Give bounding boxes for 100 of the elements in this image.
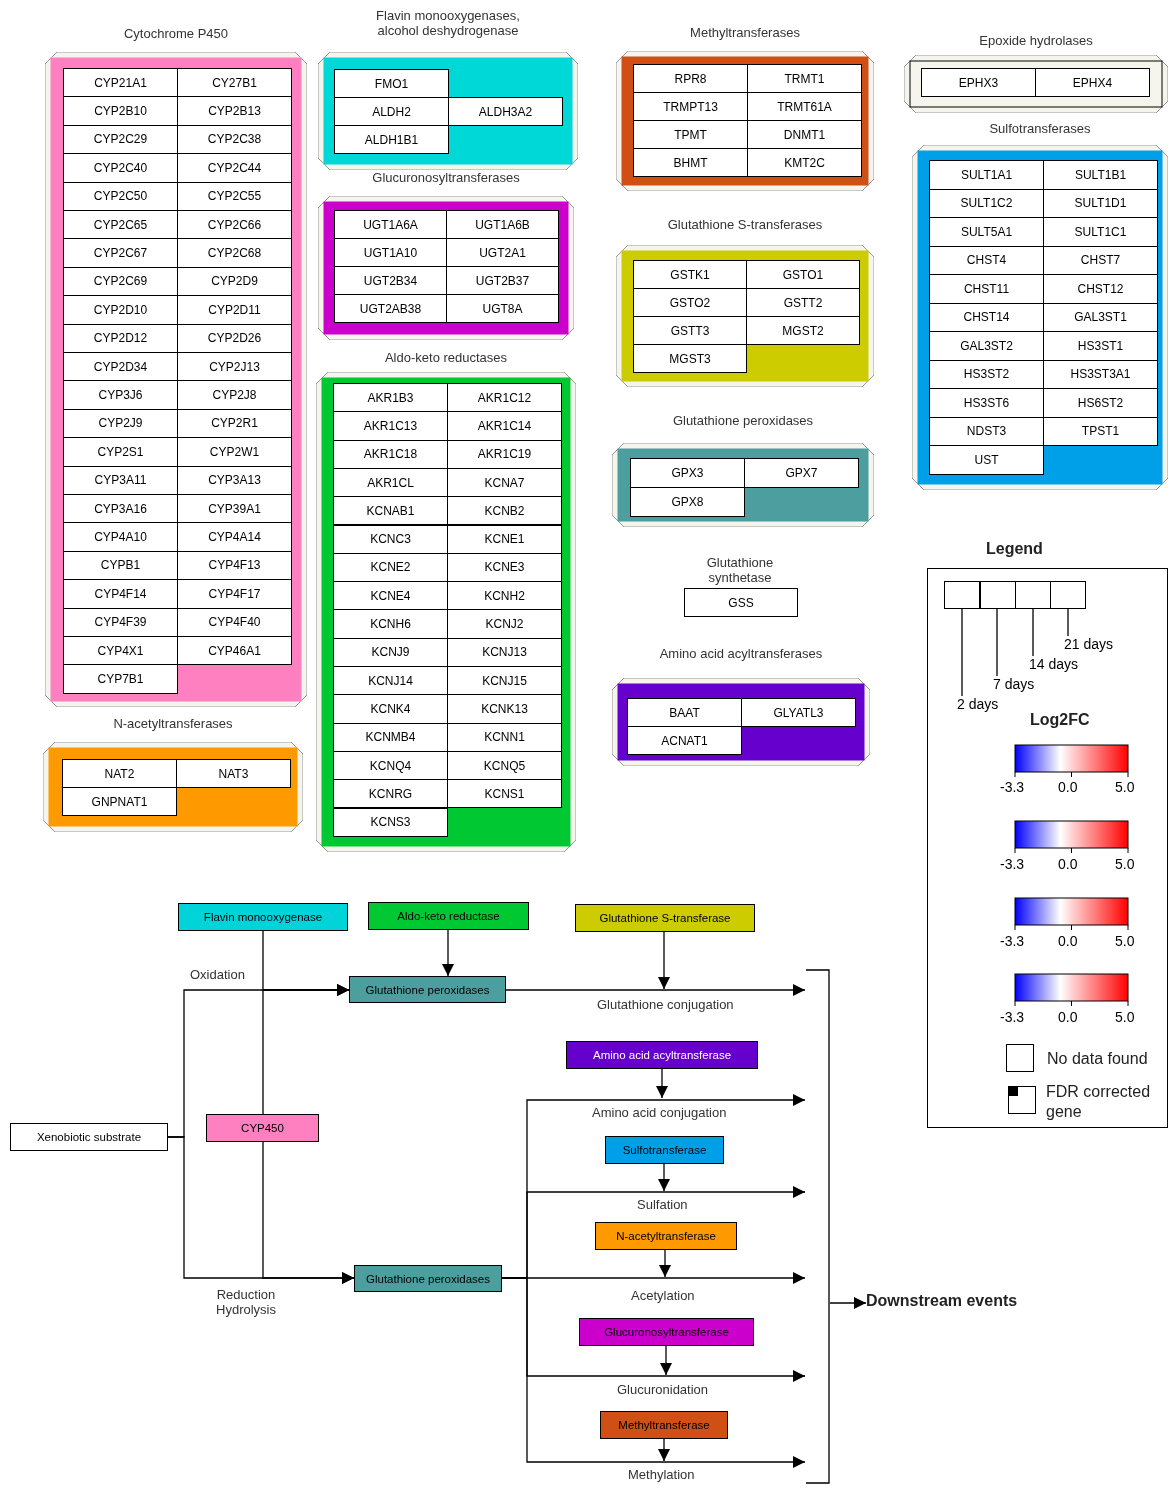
gene-box: KCNJ9 — [333, 637, 448, 667]
gene-box: CYP4A14 — [177, 522, 292, 552]
tick-label: 5.0 — [1115, 779, 1135, 795]
legend-text: FDR corrected gene — [1046, 1082, 1152, 1122]
gene-box: KCNQ4 — [333, 750, 448, 781]
gene-box: EPHX4 — [1035, 68, 1150, 97]
gene-box: EPHX3 — [921, 68, 1036, 97]
gene-box: CYP2D10 — [63, 295, 178, 325]
gene-box: CYP2B10 — [63, 96, 178, 126]
gene-box: KCNS1 — [447, 779, 562, 809]
gene-box: CYP4F40 — [177, 607, 292, 637]
group-title: N-acetyltransferases — [112, 716, 234, 731]
gene-box: UGT1A10 — [334, 238, 447, 267]
gene-box: KMT2C — [747, 148, 862, 177]
bracket — [805, 969, 831, 1485]
gene-box: KCNH2 — [447, 581, 562, 611]
gene-box: UGT1A6A — [334, 210, 447, 239]
process-box: Glutathione peroxidases — [354, 1265, 502, 1292]
arrow — [829, 1297, 867, 1309]
group-title: Glutathione synthetase — [705, 555, 775, 585]
gene-box: CYP2C66 — [177, 210, 292, 240]
legend-text: No data found — [1047, 1049, 1149, 1069]
gene-box: CYP7B1 — [63, 664, 178, 694]
process-label: Reduction Hydrolysis — [215, 1287, 277, 1317]
gene-box: KCNRG — [333, 779, 448, 809]
gene-box: NAT3 — [176, 759, 291, 788]
tick-label: 5.0 — [1115, 933, 1135, 949]
gene-box: CYP3A16 — [63, 494, 178, 524]
group-title: Sulfotransferases — [988, 121, 1092, 136]
gene-box: CYP2J9 — [63, 408, 178, 439]
tick-label: -3.3 — [1000, 1009, 1025, 1025]
gene-box: CY27B1 — [177, 68, 292, 98]
gene-box: CYP2D9 — [177, 266, 292, 297]
gene-box: CYP3A11 — [63, 465, 178, 495]
gene-box: KCNJ15 — [447, 666, 562, 696]
gene-box: TRMT61A — [747, 92, 862, 121]
gene-box: HS6ST2 — [1043, 388, 1158, 418]
process-box: Xenobiotic substrate — [10, 1123, 168, 1151]
gene-box: UGT1A6B — [446, 210, 559, 239]
gene-box: CYP2C29 — [63, 124, 178, 155]
gene-box: AKR1C14 — [447, 411, 562, 441]
gene-box: GLYATL3 — [741, 698, 856, 727]
leader-line — [996, 608, 998, 677]
gene-box: KCNJ13 — [447, 637, 562, 667]
gene-box: CYP3J6 — [63, 380, 178, 410]
group-title: Aldo-keto reductases — [383, 350, 509, 365]
group-title: Methyltransferases — [689, 25, 801, 40]
gene-box: CYP2J8 — [177, 380, 292, 410]
gene-box: ALDH2 — [334, 97, 449, 126]
time-point-box — [1015, 581, 1051, 609]
gene-box: NAT2 — [62, 759, 177, 788]
process-box: Amino acid acyltransferase — [566, 1041, 758, 1069]
leader-line — [1067, 608, 1069, 637]
tick-label: 5.0 — [1115, 856, 1135, 872]
gene-box: MGST3 — [633, 344, 747, 373]
group-title: Cytochrome P450 — [122, 26, 230, 41]
arrow — [658, 1438, 670, 1462]
gene-box: ALDH1B1 — [334, 125, 449, 154]
gene-box: BHMT — [633, 148, 748, 177]
gene-box: CYP2D11 — [177, 295, 292, 325]
gene-box: GSS — [684, 588, 798, 617]
group-title: Amino acid acyltransferases — [658, 646, 824, 661]
gene-box: CYP2C67 — [63, 238, 178, 268]
group-title: Epoxide hydrolases — [978, 33, 1094, 48]
time-point-box — [980, 581, 1016, 609]
label-text: Downstream events — [866, 1292, 1018, 1310]
arrow — [656, 1068, 668, 1099]
label-text: 14 days — [1029, 656, 1079, 672]
group-title: Glutathione S-transferases — [666, 217, 824, 232]
gene-box: HS3ST1 — [1043, 331, 1158, 361]
gene-box: KCNJ2 — [447, 609, 562, 639]
group-title: Glucuronosyltransferases — [371, 170, 521, 185]
gene-box: KCNQ5 — [447, 750, 562, 781]
gene-box: UST — [929, 445, 1044, 475]
arrow — [658, 1163, 670, 1192]
gene-box: UGT8A — [446, 294, 559, 323]
gene-box: KCNH6 — [333, 609, 448, 639]
gene-box: KCNAB1 — [333, 496, 448, 526]
arrow — [658, 931, 670, 990]
gene-box: CHST14 — [929, 302, 1044, 332]
gene-box: ALDH3A2 — [448, 97, 563, 126]
tick-label: 0.0 — [1058, 933, 1078, 949]
process-label: Oxidation — [190, 967, 245, 982]
gene-box: CYP4F39 — [63, 607, 178, 637]
arrow — [262, 984, 350, 1115]
gene-box: KCNE1 — [447, 524, 562, 554]
gene-box: CYP4F14 — [63, 579, 178, 609]
gene-box: GSTT2 — [746, 288, 860, 317]
tick-label: 0.0 — [1058, 856, 1078, 872]
gene-box: CYP2B13 — [177, 96, 292, 126]
gene-box: CYP4X1 — [63, 636, 178, 666]
gene-box: KCNS3 — [333, 807, 448, 837]
gene-box: CHST7 — [1043, 245, 1158, 275]
time-point-box — [944, 581, 980, 609]
gene-box: UGT2B37 — [446, 266, 559, 295]
gene-box: SULT1C2 — [929, 188, 1044, 218]
gene-box: GAL3ST1 — [1043, 302, 1158, 332]
edge-label: Glucuronidation — [616, 1382, 710, 1397]
gene-box: CYP2J13 — [177, 352, 292, 382]
gene-box: CYP2C65 — [63, 210, 178, 240]
